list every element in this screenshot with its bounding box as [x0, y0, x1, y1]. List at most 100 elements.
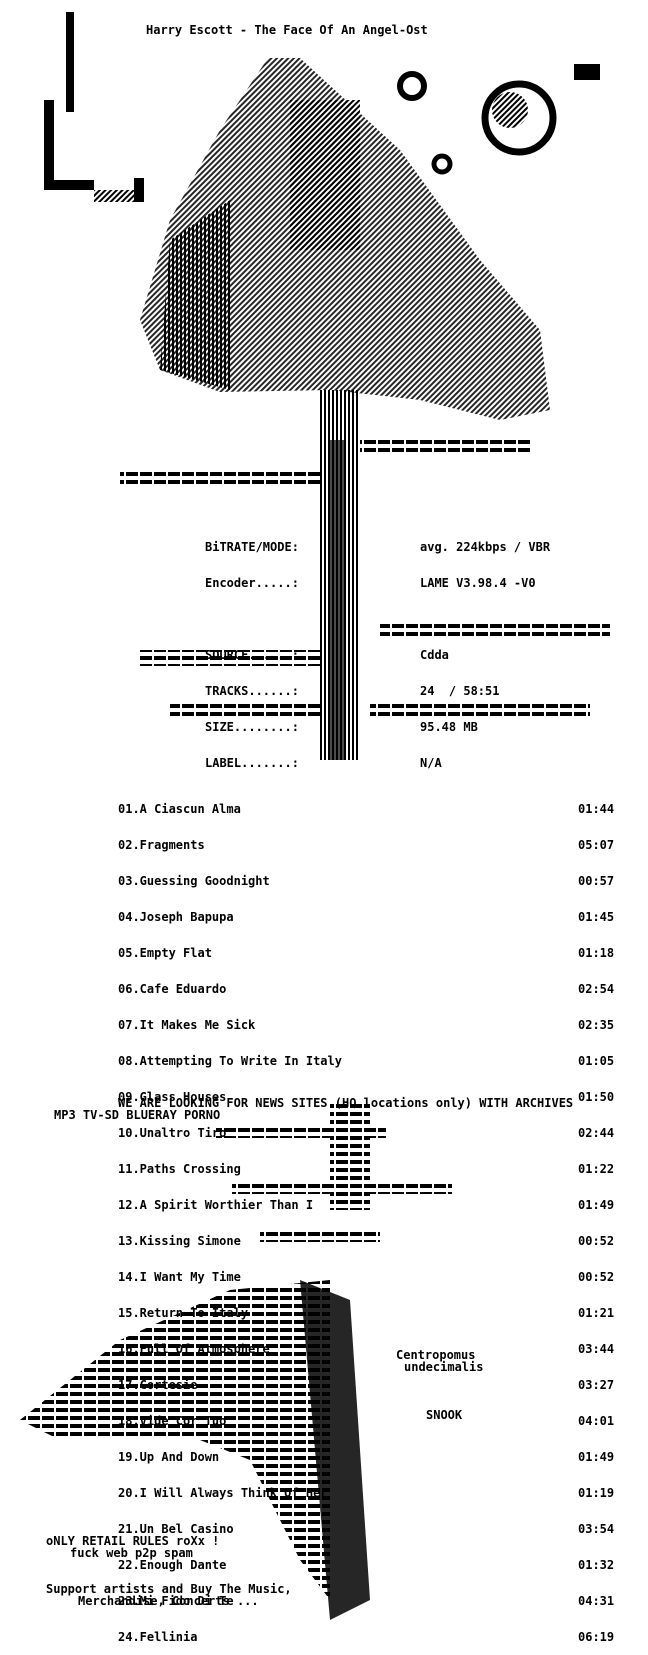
- list-item: 12.A Spirit Worthier Than I 01:49: [118, 1199, 614, 1211]
- fish-latin-genus: Centropomus: [396, 1348, 476, 1362]
- tagline-1: oNLY RETAIL RULES roXx !: [46, 1534, 220, 1548]
- list-item: 14.I Want My Time 00:52: [118, 1271, 614, 1283]
- info-spacer: [205, 613, 550, 625]
- tagline-2: fuck web p2p spam: [70, 1546, 193, 1560]
- tree-illustration: [120, 58, 610, 760]
- track-time: 00:52: [578, 1234, 615, 1248]
- info-row-tracks: TRACKS......: 24 / 58:51: [205, 685, 550, 697]
- list-item: 07.It Makes Me Sick 02:35: [118, 1019, 614, 1031]
- track-time: 06:19: [578, 1630, 615, 1644]
- track-title: 23.Mi Fido Di Te: [118, 1594, 234, 1608]
- track-title: 14.I Want My Time: [118, 1270, 241, 1284]
- track-list: 01.A Ciascun Alma 01:44 02.Fragments 05:07…: [118, 779, 614, 1655]
- track-title: 17.Cortesie: [118, 1378, 198, 1392]
- track-title: 11.Paths Crossing: [118, 1162, 241, 1176]
- info-row-bitrate: BiTRATE/MODE: avg. 224kbps / VBR: [205, 541, 550, 553]
- track-title: 21.Un Bel Casino: [118, 1522, 234, 1536]
- track-time: 03:27: [578, 1378, 615, 1392]
- track-title: 20.I Will Always Think Of Her: [118, 1486, 328, 1500]
- info-value: N/A: [420, 756, 442, 770]
- track-title: 19.Up And Down: [118, 1450, 220, 1464]
- track-time: 04:31: [578, 1594, 615, 1608]
- info-block: BiTRATE/MODE: avg. 224kbps / VBR Encoder.…: [205, 517, 550, 781]
- info-row-encoder: Encoder.....: LAME V3.98.4 -V0: [205, 577, 550, 589]
- info-label: Encoder.....:: [205, 576, 299, 590]
- info-value: 24 / 58:51: [420, 684, 500, 698]
- track-title: 03.Guessing Goodnight: [118, 874, 270, 888]
- track-title: 04.Joseph Bapupa: [118, 910, 234, 924]
- info-row-size: SIZE........: 95.48 MB: [205, 721, 550, 733]
- track-time: 05:07: [578, 838, 615, 852]
- list-item: 05.Empty Flat 01:18: [118, 947, 614, 959]
- track-title: 01.A Ciascun Alma: [118, 802, 241, 816]
- support-line-1: Support artists and Buy The Music,: [46, 1582, 292, 1596]
- track-time: 01:18: [578, 946, 615, 960]
- support-line-2: Merchandise, Concerts ...: [78, 1594, 259, 1608]
- info-label: TRACKS......:: [205, 684, 299, 698]
- track-title: 22.Enough Dante: [118, 1558, 227, 1572]
- track-title: 10.Unaltro Tiro: [118, 1126, 227, 1140]
- release-title: Harry Escott - The Face Of An Angel-Ost: [146, 23, 428, 37]
- track-time: 03:44: [578, 1342, 615, 1356]
- list-item: 17.Cortesie 03:27: [118, 1379, 614, 1391]
- info-value: avg. 224kbps / VBR: [420, 540, 551, 554]
- track-time: 00:52: [578, 1270, 615, 1284]
- info-value: Cdda: [420, 648, 449, 662]
- track-title: 15.Return To Italy: [118, 1306, 249, 1320]
- track-title: 05.Empty Flat: [118, 946, 212, 960]
- moon-icon: [397, 64, 600, 175]
- track-time: 01:50: [578, 1090, 615, 1104]
- track-time: 03:54: [578, 1522, 615, 1536]
- info-row-label: LABEL.......: N/A: [205, 757, 550, 769]
- notice-line-1: WE ARE LOOKING FOR NEWS SITES (HQ locati…: [118, 1096, 574, 1110]
- track-time: 00:57: [578, 874, 615, 888]
- info-value: LAME V3.98.4 -V0: [420, 576, 536, 590]
- list-item: 18.Vide Cor Tuo 04:01: [118, 1415, 614, 1427]
- list-item: 15.Return To Italy 01:21: [118, 1307, 614, 1319]
- list-item: 04.Joseph Bapupa 01:45: [118, 911, 614, 923]
- list-item: 09.Glass Houses 01:50: [118, 1091, 614, 1103]
- track-title: 18.Vide Cor Tuo: [118, 1414, 227, 1428]
- info-label: LABEL.......:: [205, 756, 299, 770]
- track-time: 01:21: [578, 1306, 615, 1320]
- list-item: 01.A Ciascun Alma 01:44: [118, 803, 614, 815]
- fish-common-name: SNOOK: [426, 1408, 463, 1422]
- track-time: 02:44: [578, 1126, 615, 1140]
- info-row-source: SOURCE......: Cdda: [205, 649, 550, 661]
- list-item: 16.Full Of Atmosphere 03:44: [118, 1343, 614, 1355]
- track-time: 04:01: [578, 1414, 615, 1428]
- track-title: 08.Attempting To Write In Italy: [118, 1054, 342, 1068]
- track-title: 09.Glass Houses: [118, 1090, 227, 1104]
- track-time: 02:35: [578, 1018, 615, 1032]
- track-time: 01:49: [578, 1198, 615, 1212]
- list-item: 19.Up And Down 01:49: [118, 1451, 614, 1463]
- track-title: 02.Fragments: [118, 838, 205, 852]
- track-title: 12.A Spirit Worthier Than I: [118, 1198, 314, 1212]
- track-time: 01:49: [578, 1450, 615, 1464]
- info-label: SIZE........:: [205, 720, 299, 734]
- track-time: 01:45: [578, 910, 615, 924]
- track-time: 01:32: [578, 1558, 615, 1572]
- list-item: 24.Fellinia 06:19: [118, 1631, 614, 1643]
- info-label: BiTRATE/MODE:: [205, 540, 299, 554]
- list-item: 23.Mi Fido Di Te 04:31: [118, 1595, 614, 1607]
- list-item: 02.Fragments 05:07: [118, 839, 614, 851]
- info-label: SOURCE......:: [205, 648, 299, 662]
- fish-latin-species: undecimalis: [404, 1360, 484, 1374]
- track-title: 06.Cafe Eduardo: [118, 982, 227, 996]
- notice-line-2: MP3 TV-SD BLUERAY PORNO: [54, 1108, 221, 1122]
- track-time: 01:44: [578, 802, 615, 816]
- list-item: 22.Enough Dante 01:32: [118, 1559, 614, 1571]
- info-value: 95.48 MB: [420, 720, 478, 734]
- track-title: 07.It Makes Me Sick: [118, 1018, 256, 1032]
- list-item: 03.Guessing Goodnight 00:57: [118, 875, 614, 887]
- fish-illustration: [20, 1100, 452, 1620]
- track-title: 24.Fellinia: [118, 1630, 198, 1644]
- track-title: 16.Full Of Atmosphere: [118, 1342, 270, 1356]
